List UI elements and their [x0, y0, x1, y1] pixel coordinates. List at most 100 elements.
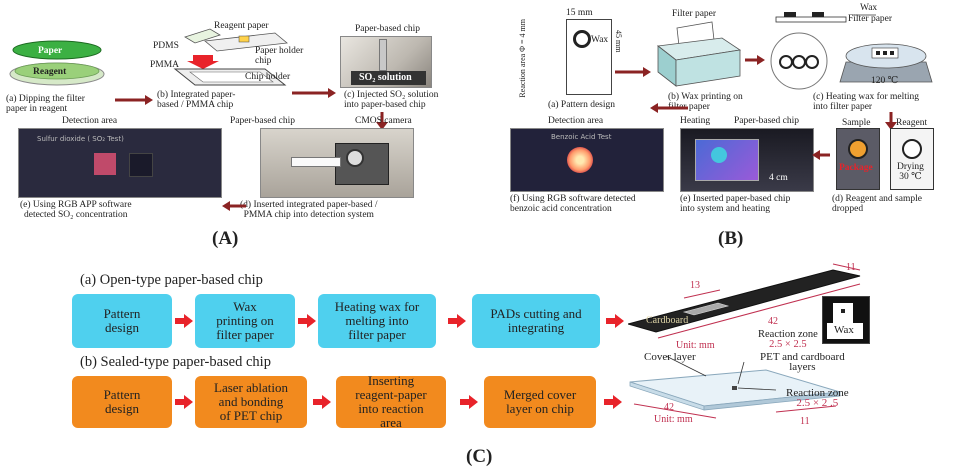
wax-ring-icon [573, 30, 591, 48]
arrow-be-to-bf [650, 103, 688, 113]
wax-inset: Wax [822, 296, 870, 344]
paper-based-chip-top-label: Paper-based chip [355, 24, 420, 34]
wax-label-top: Wax [860, 3, 878, 13]
arrow-c-to-d [376, 112, 388, 130]
inserted-chip [291, 157, 341, 167]
glow-spot [711, 147, 727, 163]
photo-heating-system: 4 cm [680, 128, 814, 192]
petri-dish-illustration [9, 40, 105, 86]
paper-label: Paper [38, 46, 63, 56]
pmma-label: PMMA [150, 60, 180, 70]
reaction-area-label: Reaction area Φ = 4 mm [518, 19, 527, 98]
row-a-arrow-1 [175, 314, 193, 328]
panel-b-letter: (B) [718, 228, 744, 249]
sealed-chip-illustration [629, 355, 841, 419]
wax-inset-label: Wax [834, 324, 854, 336]
row-a-arrow-4 [606, 314, 624, 328]
so2-solution-label: SO₂ solution [359, 72, 412, 83]
filter-paper-circle [770, 32, 828, 90]
hotplate-illustration [839, 43, 933, 83]
detection-area-label-a: Detection area [62, 116, 118, 126]
arrow-ba-to-bb [615, 67, 651, 77]
arrow-d-to-e [222, 201, 246, 211]
heater-screen [695, 139, 759, 181]
wax-inset-label-bg [827, 323, 863, 339]
reagent-spot [902, 139, 922, 159]
detection-area-label-b: Detection area [548, 116, 604, 126]
row-b-arrow-4 [604, 395, 622, 409]
dim-45mm: 45 mm [614, 30, 623, 53]
arrow-bc-to-bd [885, 112, 897, 130]
row-b-arrow-1 [175, 395, 193, 409]
unit-label-b: Unit: mm [654, 414, 693, 425]
wax-layer-sketch [775, 12, 876, 23]
screen-caption-b: Benzoic Acid Test [551, 133, 612, 141]
row-b-arrow-3 [460, 395, 478, 409]
row-b-arrow-2 [313, 395, 331, 409]
dim-15mm: 15 mm [566, 8, 593, 18]
row-a-arrow-2 [298, 314, 316, 328]
pattern-strip: Wax [566, 19, 612, 95]
photo-screen-so2: Sulfur dioxide ( SO₂ Test) [18, 128, 222, 198]
wax-label: Wax [591, 35, 609, 45]
paper-based-chip-mid-label: Paper-based chip [230, 116, 295, 126]
photo-detection-system [260, 128, 414, 198]
filter-paper-label-top: Filter paper [848, 14, 893, 24]
pdms-label: PDMS [153, 41, 179, 51]
step-b-caption: (b) Integrated paper-based / PMMA chip [157, 90, 236, 110]
row-a-title: (a) Open-type paper-based chip [80, 272, 263, 288]
arrow-b-to-c [292, 88, 336, 98]
reagent-paper-label: Reagent paper [214, 21, 269, 31]
reagent-label: Reagent [33, 67, 67, 77]
reaction-zone-dot [841, 309, 845, 313]
filter-paper-label: Filter paper [672, 9, 717, 19]
detection-square [94, 153, 116, 175]
photo-screen-benzoic: Benzoic Acid Test [510, 128, 664, 192]
screen-caption: Sulfur dioxide ( SO₂ Test) [37, 135, 124, 143]
cmos-lens-icon [346, 149, 364, 167]
step-a-caption-b: (a) Pattern design [548, 100, 616, 110]
chip-exploded-illustration [173, 28, 288, 86]
dim-42-top: 42 [768, 316, 778, 327]
reference-square [129, 153, 153, 177]
panel-c-letter: (C) [466, 446, 493, 467]
dim-13: 13 [690, 280, 700, 291]
cmos-camera-label: CMOS camera [355, 116, 412, 126]
chip-base [351, 71, 426, 85]
panel-a-letter: (A) [212, 228, 239, 249]
row-b-title: (b) Sealed-type paper-based chip [80, 354, 271, 370]
step-d-caption: (d) Inserted integrated paper-based /PMM… [240, 200, 378, 220]
4cm-label: 4 cm [769, 173, 788, 183]
dim-42-bottom: 42 [664, 402, 674, 413]
temperature-label: 120 ℃ [871, 76, 899, 86]
camera-box [335, 143, 389, 185]
sample-spot [848, 139, 868, 159]
dim-11-top: 11 [846, 262, 856, 273]
package-label: Package [839, 163, 873, 173]
row-a-arrow-3 [448, 314, 466, 328]
dim-11-bottom: 11 [800, 416, 810, 427]
heating-label: Heating [680, 116, 711, 126]
photo-injection: SO₂ solution [340, 36, 432, 88]
